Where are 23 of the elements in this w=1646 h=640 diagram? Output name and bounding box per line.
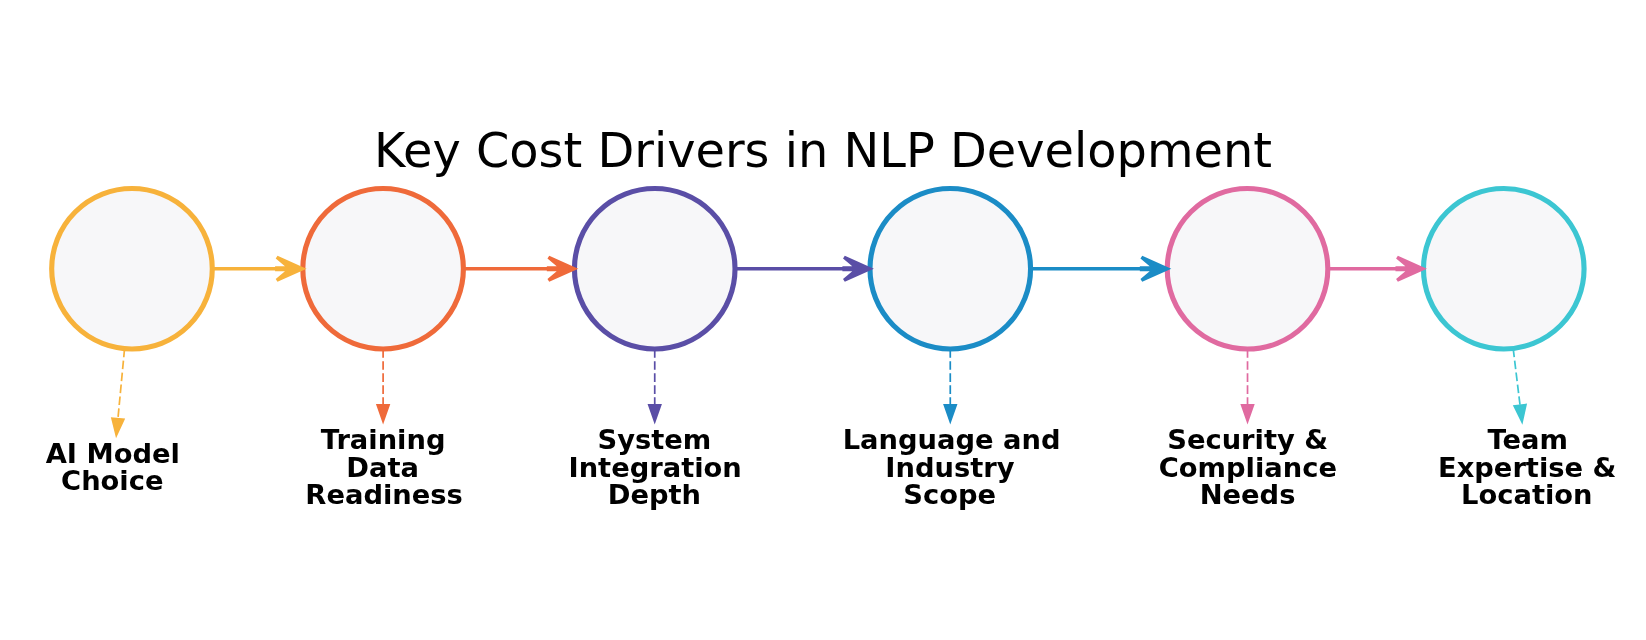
arrow <box>943 348 958 425</box>
node-text: Language and Industry Scope <box>842 424 1061 511</box>
arrow <box>1512 347 1528 425</box>
arrow <box>647 348 662 425</box>
node-circle <box>1164 185 1331 352</box>
node-circle <box>571 185 738 352</box>
arrow <box>1328 255 1425 282</box>
node-circle <box>300 185 466 352</box>
arrow <box>1240 348 1255 425</box>
node-text: Security & Compliance Needs <box>1158 424 1337 511</box>
arrow <box>212 255 305 282</box>
arrow <box>1030 255 1169 282</box>
arrow <box>735 255 872 282</box>
node-circle <box>867 185 1034 352</box>
node-text: Team Expertise & Location <box>1438 424 1617 511</box>
arrow <box>375 348 391 425</box>
diagram-title: Key Cost Drivers in NLP Development <box>374 122 1272 178</box>
node-circle <box>49 185 215 352</box>
node-text: Training Data Readiness <box>305 424 463 511</box>
node-text: AI Model Choice <box>45 438 180 497</box>
arrow <box>463 255 576 282</box>
node-text: System Integration Depth <box>568 424 742 511</box>
node-circle <box>1420 185 1587 352</box>
